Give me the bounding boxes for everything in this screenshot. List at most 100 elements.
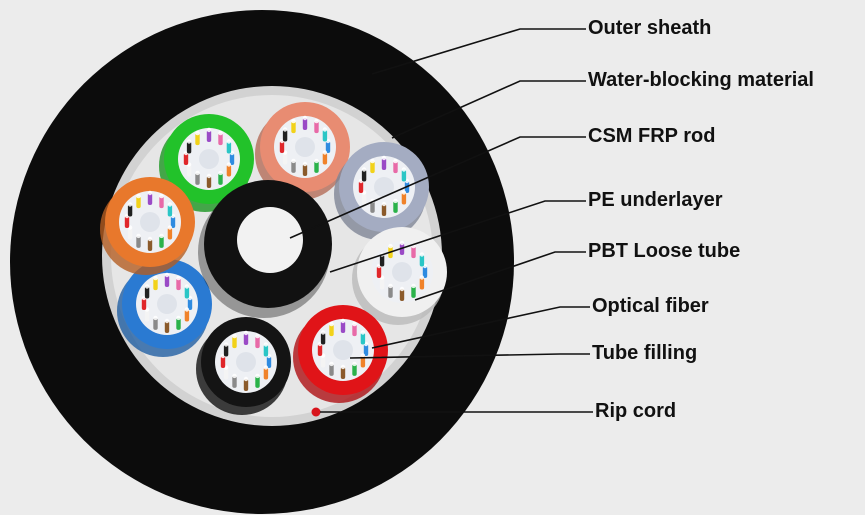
tube-white (352, 227, 447, 325)
tube-blue (117, 259, 212, 357)
optical-fiber (352, 363, 357, 376)
optical-fiber (159, 235, 164, 248)
optical-fiber-tip (176, 275, 181, 281)
leader-tube-filling (349, 353, 590, 359)
optical-fiber (243, 379, 249, 391)
optical-fiber-tip (263, 365, 269, 370)
optical-fiber-tip (255, 333, 260, 339)
label-tube-filling: Tube filling (592, 342, 698, 364)
optical-fiber-tip (164, 318, 170, 324)
optical-fiber-tip (282, 127, 288, 132)
tube-green (159, 114, 254, 212)
label-outer-sheath: Outer sheath (588, 17, 712, 39)
optical-fiber-tip (411, 283, 416, 289)
optical-fiber (401, 169, 407, 182)
optical-fiber-tip (243, 330, 249, 336)
optical-fiber-tip (218, 130, 223, 136)
optical-fiber-tip (401, 190, 407, 195)
tube-orange (100, 177, 195, 275)
optical-fiber (164, 275, 170, 287)
optical-fiber (127, 227, 133, 240)
optical-fiber-tip (186, 139, 192, 144)
optical-fiber-tip (419, 275, 425, 280)
optical-fiber (176, 317, 181, 330)
optical-fiber-tip (159, 193, 164, 199)
tube-red (293, 305, 388, 403)
label-pe-underlayer: PE underlayer (588, 189, 723, 211)
csm-frp-rod (237, 207, 303, 273)
tube-black (196, 317, 291, 415)
optical-fiber (232, 375, 237, 388)
optical-fiber-tip (232, 333, 237, 339)
optical-fiber-tip (136, 193, 141, 199)
optical-fiber (153, 317, 158, 330)
label-csm-frp-rod: CSM FRP rod (588, 125, 716, 147)
tube-blue-center (157, 294, 177, 314)
optical-fiber (226, 141, 232, 154)
optical-fiber (381, 204, 387, 216)
optical-fiber (291, 160, 296, 173)
optical-fiber (279, 141, 285, 153)
leader-optical-fiber (371, 306, 590, 349)
optical-fiber (195, 133, 200, 146)
optical-fiber (361, 192, 367, 205)
optical-fiber (136, 235, 141, 248)
label-optical-fiber: Optical fiber (592, 295, 709, 317)
optical-fiber-tip (263, 342, 269, 347)
optical-fiber-tip (206, 127, 212, 133)
optical-fiber (370, 200, 375, 213)
optical-fiber-tip (226, 139, 232, 144)
tube-white-center (392, 262, 412, 282)
optical-fiber (176, 278, 181, 291)
optical-fiber (329, 324, 334, 337)
optical-fiber (220, 356, 226, 368)
optical-fiber (223, 367, 229, 380)
optical-fiber (399, 289, 405, 301)
optical-fiber (255, 336, 260, 349)
optical-fiber-tip (159, 233, 164, 239)
optical-fiber (263, 367, 269, 380)
optical-fiber (302, 118, 308, 130)
optical-fiber (360, 332, 366, 345)
optical-fiber-tip (381, 201, 387, 207)
optical-fiber-tip (388, 283, 393, 289)
optical-fiber-tip (195, 170, 200, 176)
leader-pe-underlayer (329, 200, 586, 273)
optical-fiber-tip (340, 318, 346, 324)
tube-green-center (199, 149, 219, 169)
optical-fiber-tip (393, 158, 398, 164)
optical-fiber-tip (147, 236, 153, 242)
optical-fiber-tip (370, 158, 375, 164)
optical-fiber (232, 336, 237, 349)
optical-fiber-tip (388, 243, 393, 249)
optical-fiber (314, 160, 319, 173)
optical-fiber-tip (127, 202, 133, 207)
optical-fiber (255, 375, 260, 388)
optical-fiber (340, 321, 346, 333)
optical-fiber (195, 172, 200, 185)
optical-fiber (223, 344, 229, 357)
optical-fiber-tip (167, 202, 173, 207)
optical-fiber (218, 133, 223, 146)
optical-fiber (379, 277, 385, 290)
label-water-blocking: Water-blocking material (588, 69, 814, 91)
optical-fiber-tip (136, 233, 141, 239)
optical-fiber-tip (314, 158, 319, 164)
tube-slate (334, 142, 429, 240)
optical-fiber-tip (401, 167, 407, 172)
optical-fiber-tip (223, 342, 229, 347)
optical-fiber (352, 324, 357, 337)
optical-fiber-tip (381, 155, 387, 161)
optical-fiber (147, 239, 153, 251)
optical-fiber (183, 153, 189, 165)
optical-fiber-tip (399, 240, 405, 246)
optical-fiber-tip (302, 115, 308, 121)
optical-fiber (263, 344, 269, 357)
optical-fiber-tip (291, 118, 296, 124)
optical-fiber (401, 192, 407, 205)
optical-fiber-tip (291, 158, 296, 164)
tube-salmon-center (295, 137, 315, 157)
optical-fiber-tip (340, 364, 346, 370)
optical-fiber (229, 153, 235, 165)
